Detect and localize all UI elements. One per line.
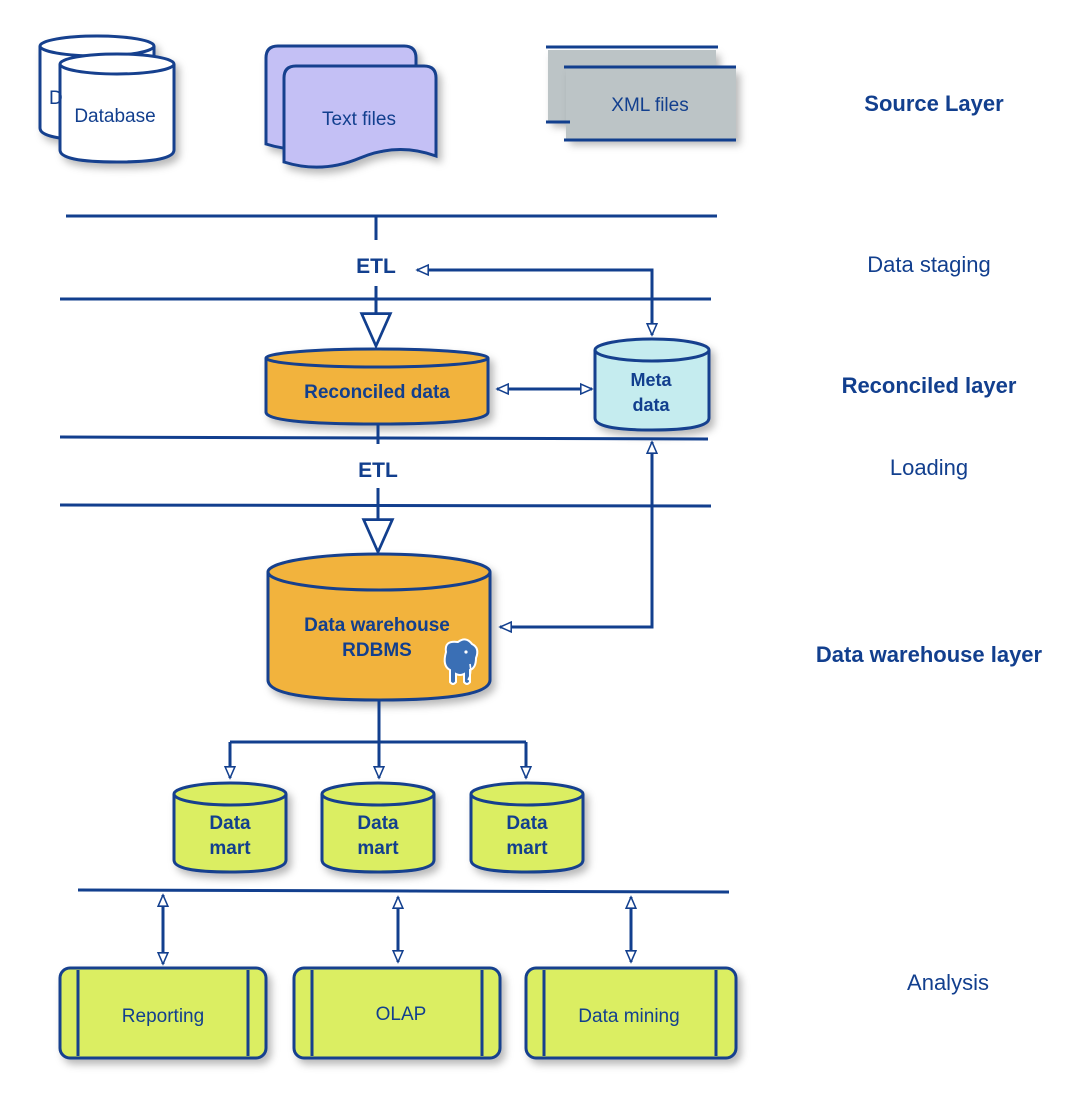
layer-label-loading: Loading bbox=[890, 455, 968, 480]
data-mart-1 bbox=[172, 781, 288, 874]
etl-top-label: ETL bbox=[356, 255, 396, 278]
reporting-tool bbox=[58, 966, 268, 1060]
layer-label-staging: Data staging bbox=[867, 252, 991, 277]
metadata-label-line2: data bbox=[632, 395, 670, 415]
loading-bottom-rule bbox=[59, 503, 712, 508]
data-mart-2 bbox=[320, 781, 436, 874]
metadata-store bbox=[593, 337, 711, 432]
svg-text:D: D bbox=[49, 88, 63, 109]
database-label: Database bbox=[74, 106, 155, 127]
data-mart-2-line1: Data bbox=[357, 813, 399, 834]
data-mining-tool bbox=[524, 966, 738, 1060]
olap-label: OLAP bbox=[376, 1004, 427, 1025]
data-mart-3 bbox=[469, 781, 585, 874]
data-mart-1-line2: mart bbox=[209, 838, 251, 859]
warehouse-label-line1: Data warehouse bbox=[304, 615, 450, 636]
etl-bottom-label: ETL bbox=[358, 459, 398, 482]
layer-label-reconciled: Reconciled layer bbox=[842, 373, 1017, 398]
layer-label-analysis: Analysis bbox=[907, 970, 989, 995]
metadata-etl-arrow bbox=[417, 270, 652, 335]
warehouse-label-line2: RDBMS bbox=[342, 640, 412, 661]
warehouse-metadata-arrow bbox=[500, 442, 652, 627]
data-mart-2-line2: mart bbox=[357, 838, 399, 859]
reconciled-data-store bbox=[264, 347, 490, 426]
elephant-icon bbox=[443, 638, 479, 685]
data-mart-3-line2: mart bbox=[506, 838, 548, 859]
reporting-label: Reporting bbox=[122, 1006, 204, 1027]
data-warehouse-store bbox=[266, 552, 492, 702]
layer-label-source: Source Layer bbox=[864, 91, 1004, 116]
reconciled-data-label: Reconciled data bbox=[304, 382, 450, 403]
layer-label-warehouse: Data warehouse layer bbox=[816, 642, 1043, 667]
analysis-rule bbox=[77, 888, 730, 894]
xml-files-label: XML files bbox=[611, 95, 688, 116]
loading-top-rule bbox=[59, 435, 709, 441]
text-files-label: Text files bbox=[322, 109, 396, 130]
metadata-label-line1: Meta bbox=[630, 370, 672, 390]
xml-files-source bbox=[546, 45, 736, 142]
database-source bbox=[38, 34, 176, 164]
data-mining-label: Data mining bbox=[578, 1006, 679, 1027]
data-mart-1-line1: Data bbox=[209, 813, 251, 834]
text-files-source bbox=[264, 44, 438, 169]
data-mart-3-line1: Data bbox=[506, 813, 548, 834]
olap-tool bbox=[292, 966, 502, 1060]
